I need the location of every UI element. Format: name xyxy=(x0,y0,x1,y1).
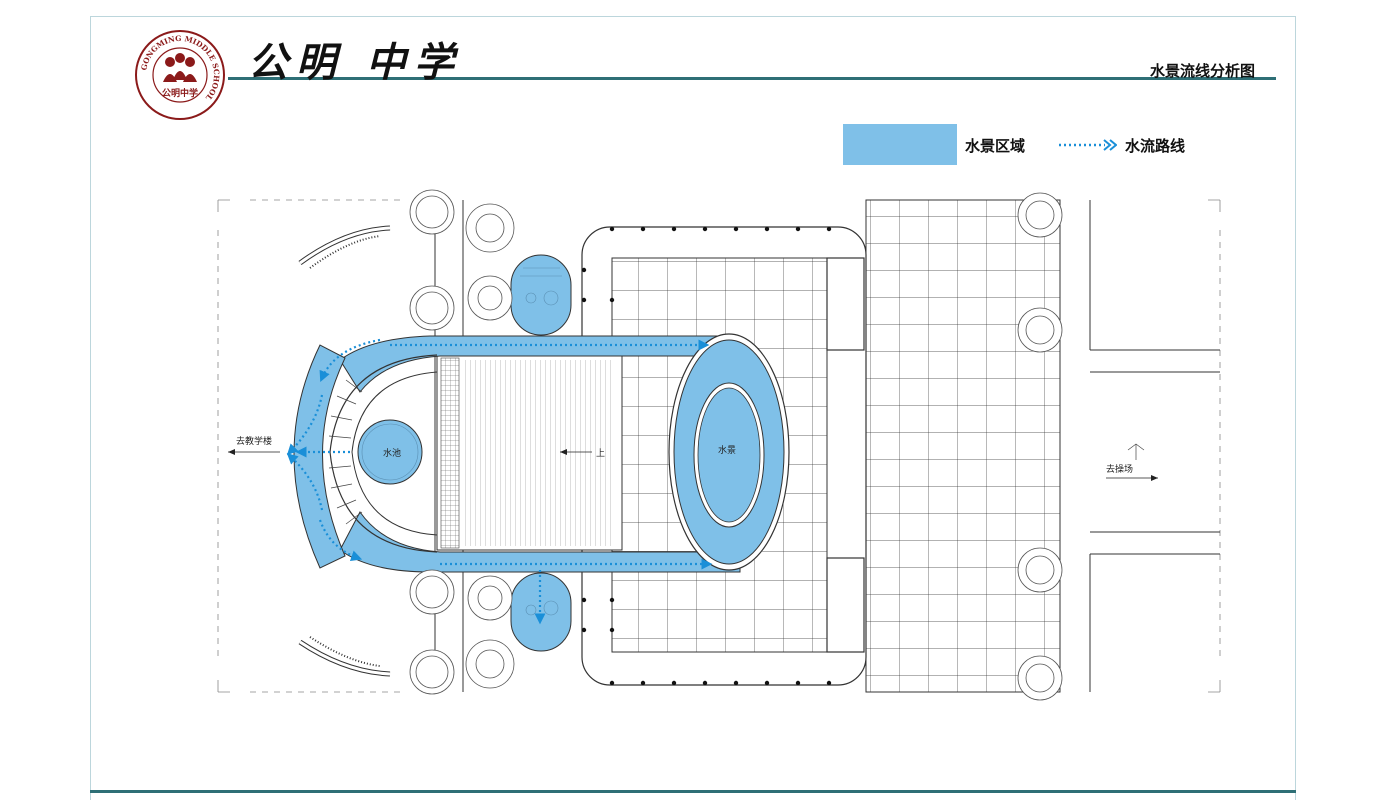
legend-water-swatch xyxy=(843,124,957,165)
east-plaza-paving xyxy=(865,199,1061,693)
curved-benches xyxy=(298,225,391,677)
legend-water-flow-label: 水流路线 xyxy=(1125,137,1186,155)
site-boundary xyxy=(217,199,1221,693)
legend-water-area-label: 水景区域 xyxy=(965,137,1026,155)
to-teaching-building-arrow xyxy=(228,449,280,455)
up-label: 上 xyxy=(596,448,605,459)
sheet-title: 水景流线分析图 xyxy=(1150,62,1256,80)
round-pool xyxy=(357,419,423,485)
arc-seats xyxy=(328,379,363,525)
school-name: 公明 中学 xyxy=(248,39,462,86)
stair-up-arrow xyxy=(560,449,592,455)
to-teaching-building-label: 去教学楼 xyxy=(236,435,272,447)
header-rule xyxy=(228,77,1276,80)
legend-flow-arrow-icon xyxy=(1059,139,1117,151)
north-small-pool xyxy=(510,254,572,336)
school-logo: GONGMING MIDDLE SCHOOL 公明中学 xyxy=(135,30,225,120)
to-playground-label: 去操场 xyxy=(1106,463,1133,475)
plaza-bollards xyxy=(581,226,832,686)
pool-label: 水池 xyxy=(383,447,401,459)
to-playground-arrow xyxy=(1106,475,1158,481)
water-feature-label: 水景 xyxy=(718,444,736,456)
water-flow-routes xyxy=(286,338,713,625)
tree-icon xyxy=(409,189,1063,701)
north-arrow-icon xyxy=(1127,443,1145,460)
oval-water-feature xyxy=(697,387,761,523)
legend: 水景区域 水流路线 xyxy=(843,124,1223,166)
west-water-arc xyxy=(293,344,346,569)
footer-rule xyxy=(90,790,1296,793)
logo-inner-text: 公明中学 xyxy=(162,87,198,99)
